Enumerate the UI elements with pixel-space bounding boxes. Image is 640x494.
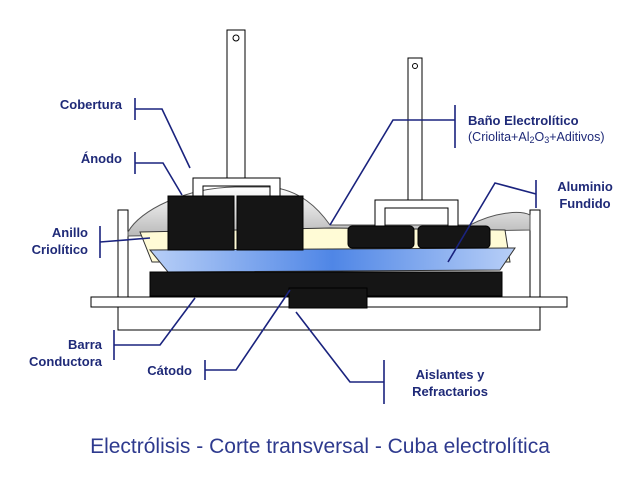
formula-suffix: +Aditivos) xyxy=(549,130,605,144)
anode-stem-right-hole xyxy=(412,63,418,69)
label-bano-formula: (Criolita+Al2O3+Aditivos) xyxy=(468,129,636,146)
label-anodo: Ánodo xyxy=(80,151,122,166)
label-aislantes-line1: Aislantes y xyxy=(415,367,485,382)
pointer-catodo xyxy=(204,289,291,380)
label-anillo-line1: Anillo xyxy=(51,225,88,240)
label-anillo-line2: Criolítico xyxy=(31,242,88,257)
pointer-aluminio xyxy=(447,180,537,263)
anode-block-4 xyxy=(417,225,491,249)
pointer-anillo xyxy=(99,226,151,258)
pointer-anodo xyxy=(134,152,183,196)
label-bano-title: Baño Electrolítico xyxy=(468,113,579,128)
label-bano: Baño Electrolítico (Criolita+Al2O3+Aditi… xyxy=(468,112,636,146)
formula-prefix: (Criolita+Al xyxy=(468,130,530,144)
pointer-cobertura xyxy=(134,98,191,169)
pointer-aislantes xyxy=(295,311,385,404)
anode-yoke-right xyxy=(374,199,459,227)
label-barra: Barra Conductora xyxy=(10,336,102,370)
label-catodo: Cátodo xyxy=(147,363,192,378)
molten-aluminum xyxy=(148,247,516,273)
formula-mid: O xyxy=(534,130,545,144)
pointer-bano xyxy=(329,105,456,226)
label-aislantes-line2: Refractarios xyxy=(412,384,488,399)
figure-caption: Electrólisis - Corte transversal - Cuba … xyxy=(90,435,550,458)
cathode-collector xyxy=(288,287,368,309)
anode-stem-left xyxy=(226,29,246,179)
anode-yoke-left xyxy=(192,177,281,197)
formula-sub1: 2 xyxy=(529,135,535,145)
label-barra-line2: Conductora xyxy=(29,354,102,369)
pointer-lines xyxy=(99,98,537,404)
pointer-barra xyxy=(113,297,196,360)
label-anillo: Anillo Criolítico xyxy=(10,224,88,258)
label-aluminio-line1: Aluminio xyxy=(557,179,613,194)
anode-stem-right xyxy=(407,57,423,201)
anode-block-3 xyxy=(347,225,415,249)
anode-block-2 xyxy=(236,195,304,251)
anode-stem-left-hole xyxy=(232,34,240,42)
formula-sub2: 3 xyxy=(544,135,550,145)
label-aluminio-line2: Fundido xyxy=(559,196,611,211)
label-aluminio: Aluminio Fundido xyxy=(540,178,630,212)
label-barra-line1: Barra xyxy=(68,337,102,352)
label-cobertura: Cobertura xyxy=(59,97,122,112)
anode-block-1 xyxy=(167,195,235,251)
label-aislantes: Aislantes y Refractarios xyxy=(390,366,510,400)
